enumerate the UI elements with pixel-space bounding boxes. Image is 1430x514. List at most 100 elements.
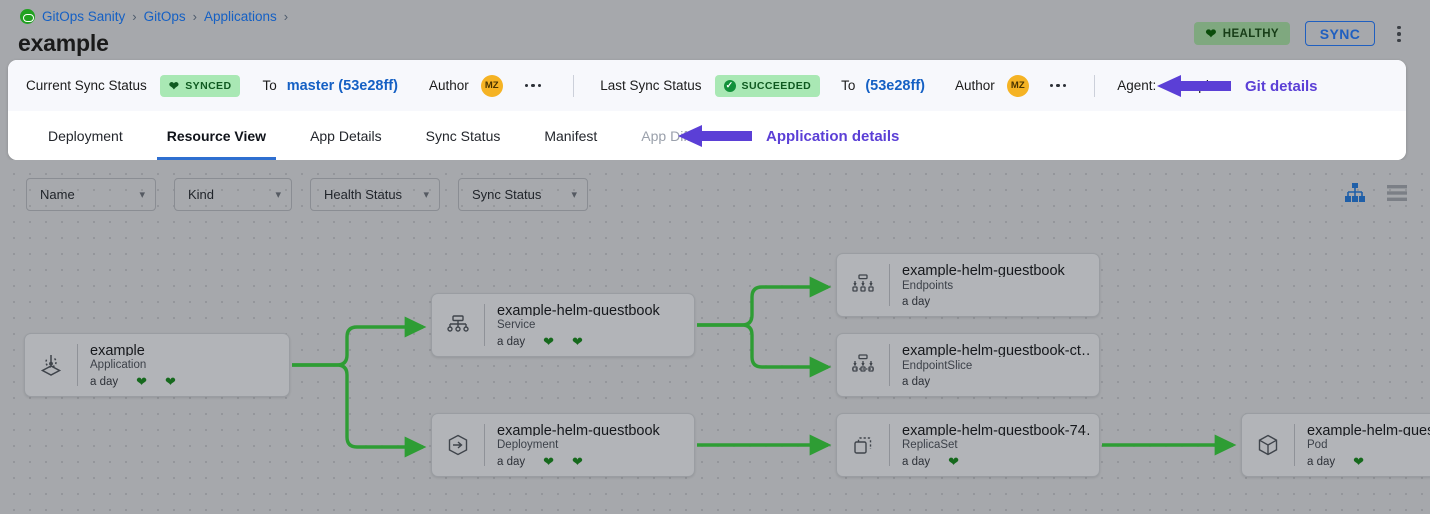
last-to-label: To xyxy=(841,78,856,93)
filter-sync-status-label: Sync Status xyxy=(472,187,542,202)
annotation-application-details-label: Application details xyxy=(766,127,900,145)
annotation-application-details: Application details xyxy=(676,123,899,149)
graph-node-endpoints[interactable]: example-helm-guestbook Endpoints a day xyxy=(836,253,1100,317)
node-age: a day xyxy=(497,335,526,348)
node-title: example-helm-guestbook xyxy=(902,263,1065,277)
current-to-label: To xyxy=(262,78,277,93)
more-vertical-icon[interactable] xyxy=(1390,22,1408,46)
graph-node-service[interactable]: example-helm-guestbook Service a day ❤ ❤ xyxy=(431,293,695,357)
current-sync-status-pill-label: SYNCED xyxy=(185,79,232,92)
heart-icon: ❤ xyxy=(1205,26,1217,41)
node-title: example-helm-guestbook xyxy=(497,303,660,316)
list-view-icon[interactable] xyxy=(1386,182,1408,204)
breadcrumb-item-0[interactable]: GitOps Sanity xyxy=(42,9,126,24)
current-revision-link[interactable]: master (53e28ff) xyxy=(286,77,398,94)
node-kind: Endpoints xyxy=(902,280,954,292)
divider xyxy=(77,344,78,386)
sync-heart-icon: ❤ xyxy=(572,334,583,349)
breadcrumb-separator: › xyxy=(132,9,137,24)
filter-kind-label: Kind xyxy=(188,187,215,202)
health-heart-icon: ❤ xyxy=(948,454,960,469)
current-sync-more-icon[interactable] xyxy=(524,83,542,88)
current-author-label: Author xyxy=(428,78,469,93)
pod-icon xyxy=(1242,414,1294,476)
last-sync-status-label: Last Sync Status xyxy=(600,78,702,93)
service-icon xyxy=(432,294,484,356)
filter-name[interactable]: Name ▾ xyxy=(26,178,156,211)
node-title: example-helm-guestbook-74… xyxy=(902,423,1089,436)
divider xyxy=(484,304,485,346)
node-age: a day xyxy=(1307,455,1336,468)
tab-app-diff: App Diff xyxy=(641,127,691,144)
filter-health-status-label: Health Status xyxy=(324,187,403,202)
avatar[interactable]: MZ xyxy=(480,74,503,97)
endpointslice-icon xyxy=(837,334,889,396)
node-kind: EndpointSlice xyxy=(902,360,973,372)
replicaset-icon xyxy=(837,414,889,476)
breadcrumb: GitOps Sanity › GitOps › Applications › xyxy=(20,9,288,24)
arrow-left-icon xyxy=(1157,75,1231,97)
tab-sync-status[interactable]: Sync Status xyxy=(425,127,501,144)
node-kind: Service xyxy=(497,319,536,331)
graph-node-pod[interactable]: example-helm-guest Pod a day ❤ xyxy=(1241,413,1430,477)
node-age: a day xyxy=(902,376,931,388)
divider xyxy=(889,344,890,386)
current-sync-status-pill[interactable]: ❤ SYNCED xyxy=(159,74,241,97)
check-circle-icon: ✓ xyxy=(723,79,736,92)
node-title: example-helm-guest xyxy=(1307,423,1430,436)
filter-kind[interactable]: Kind ▾ xyxy=(174,178,292,211)
divider xyxy=(889,424,890,466)
status-badge-healthy[interactable]: ❤ HEALTHY xyxy=(1194,22,1290,45)
resource-graph-canvas: Name ▾ Kind ▾ Health Status ▾ Sync Statu… xyxy=(0,160,1430,514)
filter-sync-status[interactable]: Sync Status ▾ xyxy=(458,178,588,211)
tab-deployment[interactable]: Deployment xyxy=(48,127,123,144)
divider xyxy=(1094,74,1096,97)
node-kind: Deployment xyxy=(497,439,559,451)
filter-bar: Name ▾ Kind ▾ Health Status ▾ Sync Statu… xyxy=(26,178,588,211)
arrow-left-icon xyxy=(678,125,752,147)
avatar[interactable]: MZ xyxy=(1006,74,1029,97)
tab-resource-view[interactable]: Resource View xyxy=(145,111,288,160)
last-revision-link[interactable]: (53e28ff) xyxy=(865,77,925,94)
node-kind: ReplicaSet xyxy=(902,439,958,451)
breadcrumb-separator: › xyxy=(283,9,289,24)
breadcrumb-item-2[interactable]: Applications xyxy=(203,9,277,24)
last-sync-status-pill-label: SUCCEEDED xyxy=(741,79,812,92)
tree-view-icon[interactable] xyxy=(1344,182,1366,204)
filter-name-label: Name xyxy=(40,187,75,202)
page-header: GitOps Sanity › GitOps › Applications › … xyxy=(0,0,1430,62)
graph-node-replicaset[interactable]: example-helm-guestbook-74… ReplicaSet a … xyxy=(836,413,1100,477)
page-title: example xyxy=(18,30,109,56)
endpoints-icon xyxy=(837,254,889,316)
chevron-down-icon: ▾ xyxy=(275,189,281,201)
filter-health-status[interactable]: Health Status ▾ xyxy=(310,178,440,211)
heart-icon: ❤ xyxy=(168,78,180,93)
graph-node-application[interactable]: example Application a day ❤ ❤ xyxy=(24,333,290,397)
gitops-sanity-logo-icon xyxy=(20,9,35,24)
current-sync-status-label: Current Sync Status xyxy=(26,78,147,93)
graph-node-endpointslice[interactable]: example-helm-guestbook-ct… EndpointSlice… xyxy=(836,333,1100,397)
graph-node-deployment[interactable]: example-helm-guestbook Deployment a day … xyxy=(431,413,695,477)
node-age: a day xyxy=(90,375,119,388)
last-sync-status-pill[interactable]: ✓ SUCCEEDED xyxy=(714,74,821,97)
sync-button[interactable]: SYNC xyxy=(1305,21,1375,46)
node-kind: Pod xyxy=(1307,439,1328,451)
breadcrumb-separator: › xyxy=(192,9,197,24)
sync-heart-icon: ❤ xyxy=(165,374,176,389)
tab-manifest[interactable]: Manifest xyxy=(544,127,598,144)
last-author-label: Author xyxy=(954,78,995,93)
chevron-down-icon: ▾ xyxy=(571,189,577,201)
health-heart-icon: ❤ xyxy=(136,374,148,389)
annotation-git-details: Git details xyxy=(1155,73,1318,99)
node-age: a day xyxy=(497,455,526,468)
node-age: a day xyxy=(902,455,931,468)
breadcrumb-item-1[interactable]: GitOps xyxy=(143,9,186,24)
divider xyxy=(573,74,575,97)
view-toggle-group xyxy=(1344,182,1408,204)
agent-label: Agent: xyxy=(1117,78,1157,93)
tab-app-details[interactable]: App Details xyxy=(310,127,382,144)
divider xyxy=(889,264,890,306)
node-age: a day xyxy=(902,296,931,308)
last-sync-more-icon[interactable] xyxy=(1049,83,1067,88)
deployment-icon xyxy=(432,414,484,476)
